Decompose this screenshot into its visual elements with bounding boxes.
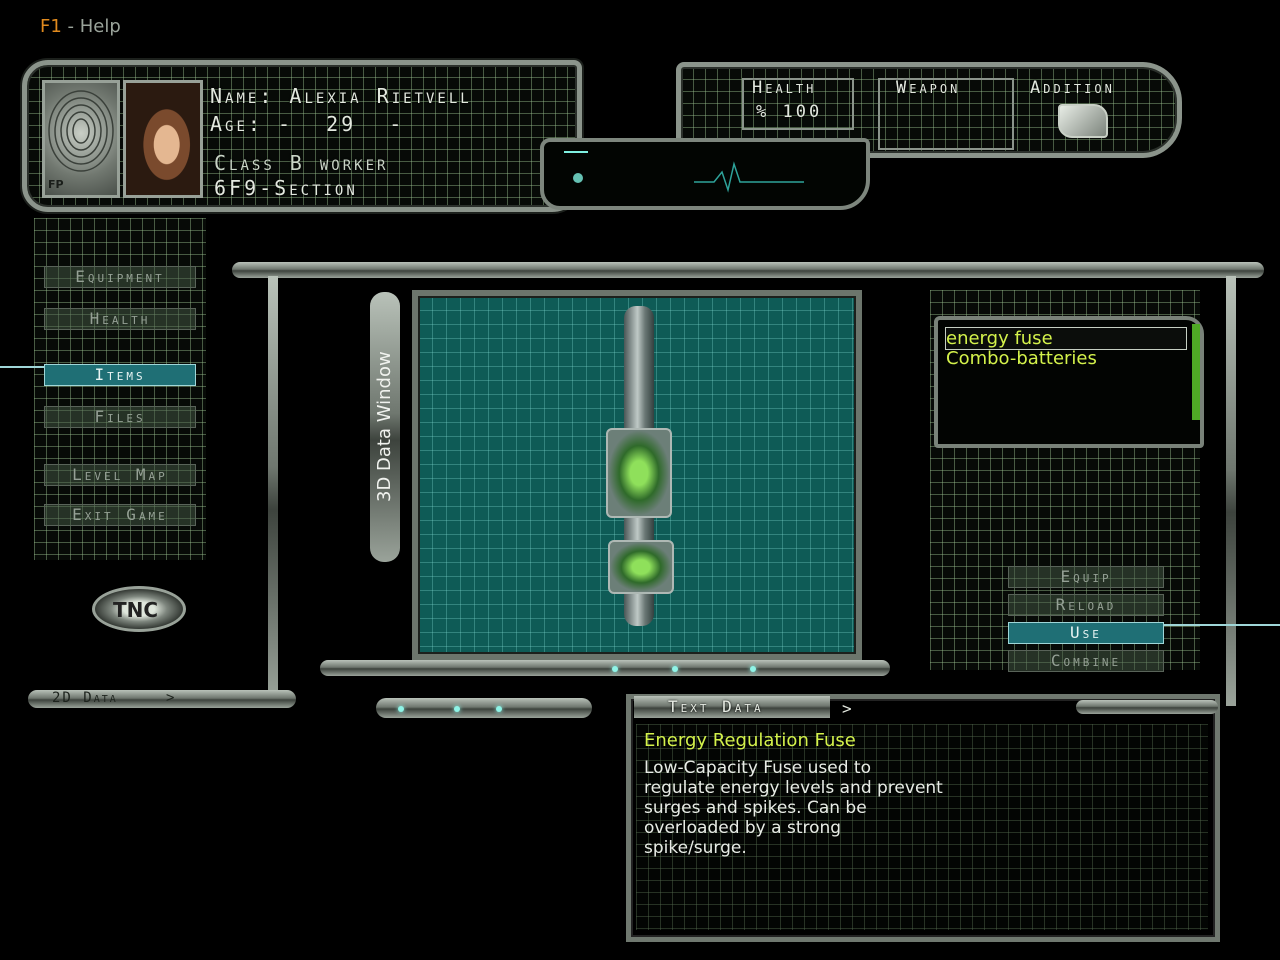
- help-hint: F1 - Help: [40, 16, 121, 37]
- menu-item-exit-game[interactable]: Exit Game: [44, 504, 196, 526]
- character-class: Class B worker: [214, 151, 389, 175]
- help-label: - Help: [61, 16, 121, 37]
- 2d-data-arrow: >: [166, 690, 177, 706]
- text-data-tab: [634, 696, 830, 718]
- fuse-model-capsule-lower: [608, 540, 674, 594]
- 3d-data-tab: [370, 292, 400, 562]
- fp-label: FP: [48, 178, 64, 191]
- rail-light: [496, 706, 502, 712]
- age-suffix: -: [389, 112, 405, 136]
- ecg-icon: [564, 151, 804, 193]
- menu-item-files[interactable]: Files: [44, 406, 196, 428]
- name-row: Name: Alexia Rietvell: [210, 84, 472, 108]
- tnc-logo: TNC: [92, 586, 186, 632]
- text-data-arrow: >: [842, 699, 855, 718]
- health-label: Health: [752, 78, 817, 98]
- fingerprint-icon: [42, 80, 120, 198]
- text-data-grid: [636, 724, 1208, 930]
- character-name: Alexia Rietvell: [289, 84, 472, 108]
- menu-pointer-line: [0, 366, 44, 368]
- name-label: Name:: [210, 84, 290, 108]
- rail-light: [750, 666, 756, 672]
- health-value: % 100: [756, 102, 823, 122]
- ecg-monitor: [540, 138, 870, 210]
- 2d-data-label: 2D Data: [52, 690, 118, 706]
- character-section: 6F9-Section: [214, 176, 358, 200]
- age-label: Age: -: [210, 112, 294, 136]
- left-pillar: [268, 276, 278, 700]
- item-description: Low-Capacity Fuse used to regulate energ…: [644, 758, 943, 858]
- age-row: Age: - 29 -: [210, 112, 404, 136]
- inventory-scrollbar[interactable]: [1192, 324, 1200, 420]
- help-key: F1: [40, 16, 62, 37]
- addition-device-icon: [1058, 104, 1108, 138]
- fuse-model-capsule-upper: [606, 428, 672, 518]
- use-button[interactable]: Use: [1008, 622, 1164, 644]
- addition-label: Addition: [1030, 78, 1115, 98]
- lower-rail: [376, 698, 592, 718]
- 3d-data-window-label: 3D Data Window: [374, 351, 395, 503]
- menu-item-level-map[interactable]: Level Map: [44, 464, 196, 486]
- item-title: Energy Regulation Fuse: [644, 730, 856, 751]
- menu-item-items[interactable]: Items: [44, 364, 196, 386]
- text-data-rail: [1076, 700, 1218, 714]
- inventory-list: [934, 316, 1204, 448]
- rail-light: [612, 666, 618, 672]
- action-pointer-line: [1164, 624, 1280, 626]
- weapon-slot[interactable]: [878, 78, 1014, 150]
- reload-button[interactable]: Reload: [1008, 594, 1164, 616]
- right-pillar: [1226, 276, 1236, 706]
- top-rail: [232, 262, 1264, 278]
- age-value: 29: [326, 112, 357, 136]
- 2d-data-rail[interactable]: 2D Data >: [28, 690, 296, 708]
- text-data-panel: [626, 694, 1220, 942]
- combine-button[interactable]: Combine: [1008, 650, 1164, 672]
- viewer-bottom-rail: [320, 660, 890, 676]
- inventory-item-combo-batteries[interactable]: Combo-batteries: [946, 348, 1097, 369]
- inventory-item-energy-fuse[interactable]: energy fuse: [945, 327, 1187, 350]
- rail-light: [454, 706, 460, 712]
- rail-light: [672, 666, 678, 672]
- text-data-label: Text Data: [668, 697, 764, 716]
- health-box: [742, 78, 854, 130]
- menu-item-equipment[interactable]: Equipment: [44, 266, 196, 288]
- character-portrait: [123, 80, 203, 198]
- menu-item-health[interactable]: Health: [44, 308, 196, 330]
- equip-button[interactable]: Equip: [1008, 566, 1164, 588]
- logo-text: TNC: [113, 598, 159, 622]
- fingerprint-lines: [48, 90, 114, 172]
- weapon-label: Weapon: [896, 78, 961, 98]
- rail-light: [398, 706, 404, 712]
